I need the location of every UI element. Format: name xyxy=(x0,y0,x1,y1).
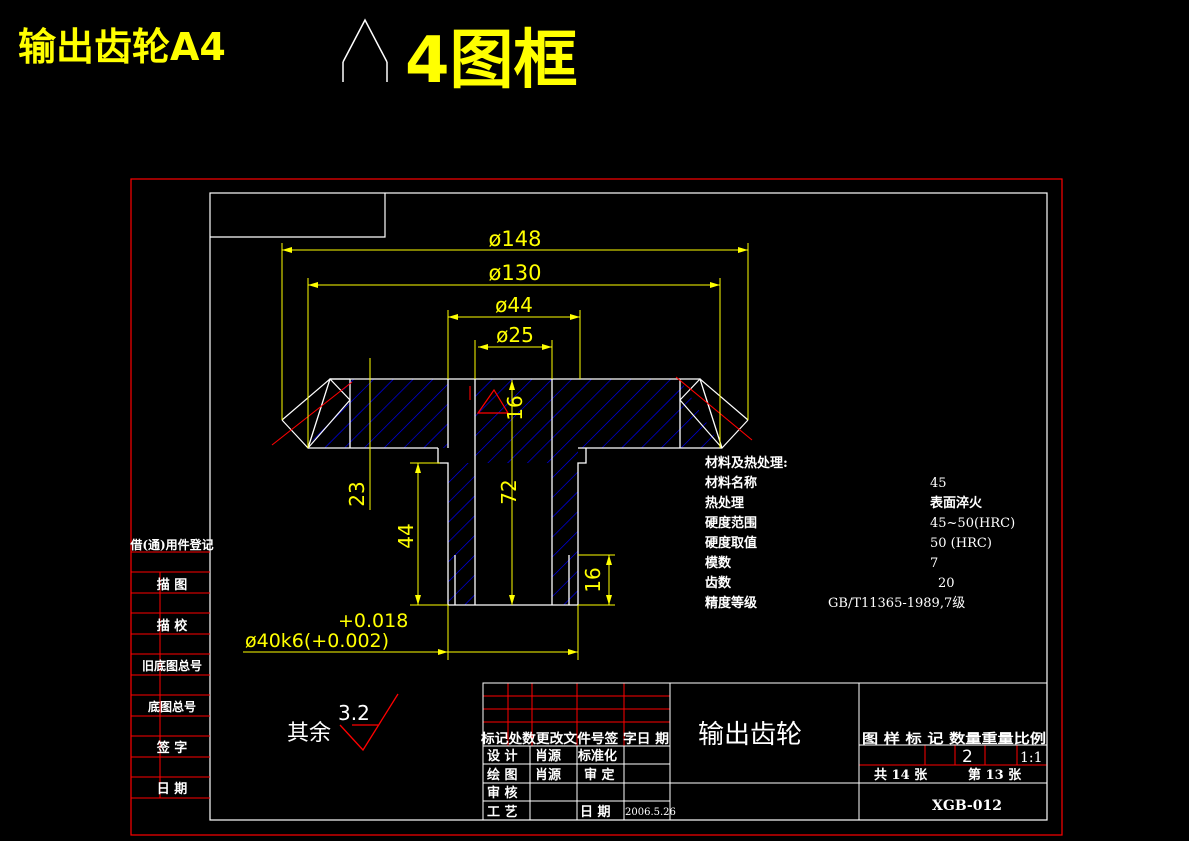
side-label-date: 日 期 xyxy=(157,782,188,797)
dim-tolerance-upper: +0.018 xyxy=(338,610,408,632)
side-label-old-base: 旧底图总号 xyxy=(142,658,202,673)
spec-value: 45~50(HRC) xyxy=(930,516,1015,531)
dim-72: 72 xyxy=(497,479,521,504)
part-name: 输出齿轮 xyxy=(698,720,802,750)
dim-16-top: 16 xyxy=(503,395,527,420)
dim-23: 23 xyxy=(345,481,369,506)
date-label: 日 期 xyxy=(580,805,611,820)
material-specs: 材料及热处理: 材料名称 45 热处理 表面淬火 硬度范围 45~50(HRC)… xyxy=(705,455,1015,611)
drawing-title-suffix: 4图框 xyxy=(405,24,578,98)
rev-header: 标记处数更改文件号签 字日 期 xyxy=(480,731,669,747)
spec-label: 齿数 xyxy=(705,575,732,591)
spec-label: 材料名称 xyxy=(705,475,757,491)
approve-label: 审 定 xyxy=(584,767,615,783)
scale: 1:1 xyxy=(1020,750,1043,766)
roughness-value: 3.2 xyxy=(338,701,370,725)
spec-label: 硬度范围 xyxy=(705,515,757,531)
title-block: 标记处数更改文件号签 字日 期 设 计 肖源 标准化 绘 图 肖源 审 定 审 … xyxy=(480,682,1048,821)
drawing-number: XGB-012 xyxy=(932,798,1002,814)
side-register-table: 借(通)用件登记 描 图 描 校 旧底图总号 底图总号 签 字 日 期 xyxy=(129,537,214,799)
quantity: 2 xyxy=(962,747,973,767)
roughness-symbol xyxy=(339,693,399,752)
design-label: 设 计 xyxy=(487,748,518,764)
spec-value: 7 xyxy=(930,556,938,571)
side-label-sign: 签 字 xyxy=(156,740,188,756)
spec-label: 热处理 xyxy=(705,495,744,511)
dim-16-side: 16 xyxy=(581,567,605,592)
draw-label: 绘 图 xyxy=(487,767,518,783)
triangle-symbol xyxy=(342,18,388,82)
spec-value: 20 xyxy=(938,576,955,591)
drawing-title: 输出齿轮A4 xyxy=(18,25,226,69)
total-sheets: 共 14 张 xyxy=(874,767,928,783)
pitch-line xyxy=(271,376,753,446)
spec-label: 硬度取值 xyxy=(705,535,757,551)
spec-value: 表面淬火 xyxy=(929,495,983,511)
spec-value: 50 (HRC) xyxy=(930,536,992,551)
specs-heading: 材料及热处理: xyxy=(705,455,788,471)
spec-value: GB/T11365-1989,7级 xyxy=(828,596,965,611)
sheet-number: 第 13 张 xyxy=(968,767,1022,783)
side-label-borrow: 借(通)用件登记 xyxy=(129,537,213,552)
dim-44-height: 44 xyxy=(394,523,418,548)
inner-frame xyxy=(209,192,1048,821)
dim-shaft: ø40k6(+0.002) xyxy=(245,630,389,652)
spec-label: 精度等级 xyxy=(705,595,758,611)
standardization-label: 标准化 xyxy=(577,748,617,764)
gear-section-hatch xyxy=(308,379,722,605)
spec-value: 45 xyxy=(930,476,947,491)
process-label: 工 艺 xyxy=(487,804,518,820)
roughness-triangle-center xyxy=(476,388,510,414)
side-label-trace: 描 图 xyxy=(157,577,188,593)
roughness-label: 其余 xyxy=(287,721,331,746)
dim-130: ø130 xyxy=(489,261,542,285)
outer-frame xyxy=(130,178,1063,836)
side-label-base: 底图总号 xyxy=(148,699,196,714)
side-label-trace-check: 描 校 xyxy=(157,618,189,634)
dim-44-dia: ø44 xyxy=(495,293,533,317)
dim-25: ø25 xyxy=(496,323,534,347)
dimension-arrows xyxy=(282,247,748,655)
date-value: 2006.5.26 xyxy=(625,807,676,818)
draw-name: 肖源 xyxy=(535,767,561,783)
design-name: 肖源 xyxy=(535,748,561,764)
tooth-profile xyxy=(281,378,749,449)
dim-148: ø148 xyxy=(489,227,542,251)
dimension-lines xyxy=(243,243,749,660)
check-label: 审 核 xyxy=(487,785,518,801)
sample-header: 图 样 标 记 数量重量比例 xyxy=(862,731,1046,747)
corner-code-box xyxy=(210,193,386,238)
spec-label: 模数 xyxy=(705,555,732,571)
